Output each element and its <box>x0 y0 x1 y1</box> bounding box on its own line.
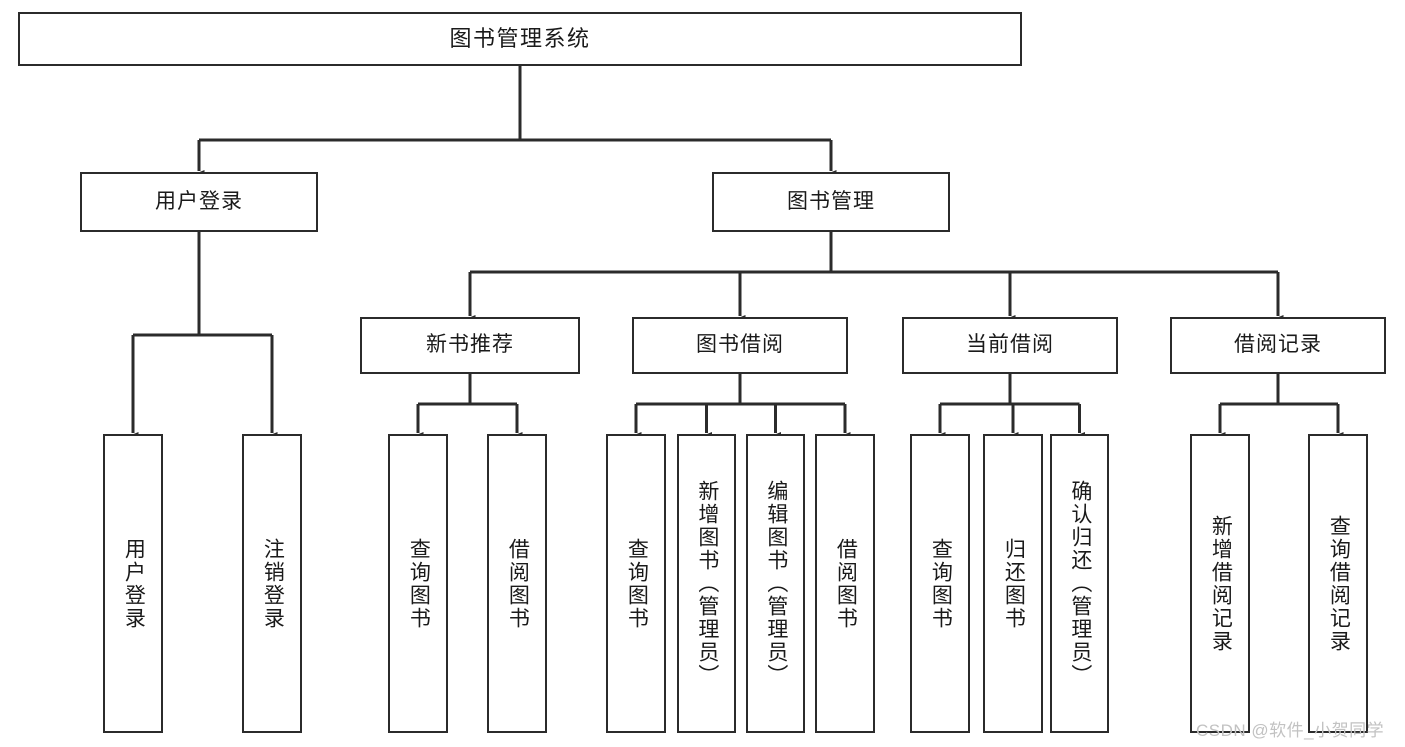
node-query-borrow-record[interactable]: 查询借阅记录 <box>1308 434 1368 733</box>
node-edit-book-admin-label: 编辑图书（管理员） <box>764 480 788 687</box>
node-borrow-record-label: 借阅记录 <box>1234 333 1322 357</box>
node-user-logout-leaf[interactable]: 注销登录 <box>242 434 302 733</box>
node-borrow-book-2-label: 借阅图书 <box>834 537 858 630</box>
node-user-logout-leaf-label: 注销登录 <box>261 537 285 630</box>
node-confirm-return-admin[interactable]: 确认归还（管理员） <box>1050 434 1109 733</box>
node-add-borrow-record-label: 新增借阅记录 <box>1209 514 1233 653</box>
node-user-login-label: 用户登录 <box>155 189 243 213</box>
node-borrow-book-1[interactable]: 借阅图书 <box>487 434 547 733</box>
node-query-book-1[interactable]: 查询图书 <box>388 434 448 733</box>
node-book-manage-label: 图书管理 <box>787 189 875 213</box>
node-query-book-3-label: 查询图书 <box>929 537 953 630</box>
node-edit-book-admin[interactable]: 编辑图书（管理员） <box>746 434 805 733</box>
node-confirm-return-admin-label: 确认归还（管理员） <box>1068 480 1092 687</box>
node-return-book[interactable]: 归还图书 <box>983 434 1043 733</box>
node-new-book-rec[interactable]: 新书推荐 <box>360 317 580 374</box>
node-add-book-admin-label: 新增图书（管理员） <box>695 480 719 687</box>
node-return-book-label: 归还图书 <box>1002 537 1026 630</box>
node-query-book-1-label: 查询图书 <box>407 537 431 630</box>
node-add-book-admin[interactable]: 新增图书（管理员） <box>677 434 736 733</box>
node-query-book-2[interactable]: 查询图书 <box>606 434 666 733</box>
node-add-borrow-record[interactable]: 新增借阅记录 <box>1190 434 1250 733</box>
node-user-login[interactable]: 用户登录 <box>80 172 318 232</box>
node-new-book-rec-label: 新书推荐 <box>426 333 514 357</box>
node-book-manage[interactable]: 图书管理 <box>712 172 950 232</box>
node-borrow-book-2[interactable]: 借阅图书 <box>815 434 875 733</box>
node-current-borrow[interactable]: 当前借阅 <box>902 317 1118 374</box>
node-user-login-leaf[interactable]: 用户登录 <box>103 434 163 733</box>
node-borrow-record[interactable]: 借阅记录 <box>1170 317 1386 374</box>
node-query-book-3[interactable]: 查询图书 <box>910 434 970 733</box>
node-current-borrow-label: 当前借阅 <box>966 333 1054 357</box>
node-user-login-leaf-label: 用户登录 <box>122 537 146 630</box>
node-query-book-2-label: 查询图书 <box>625 537 649 630</box>
node-book-borrow[interactable]: 图书借阅 <box>632 317 848 374</box>
node-book-borrow-label: 图书借阅 <box>696 333 784 357</box>
node-root[interactable]: 图书管理系统 <box>18 12 1022 66</box>
node-root-label: 图书管理系统 <box>449 26 591 52</box>
node-query-borrow-record-label: 查询借阅记录 <box>1327 514 1351 653</box>
watermark: CSDN @软件_小贺同学 <box>1196 721 1385 740</box>
node-borrow-book-1-label: 借阅图书 <box>506 537 530 630</box>
